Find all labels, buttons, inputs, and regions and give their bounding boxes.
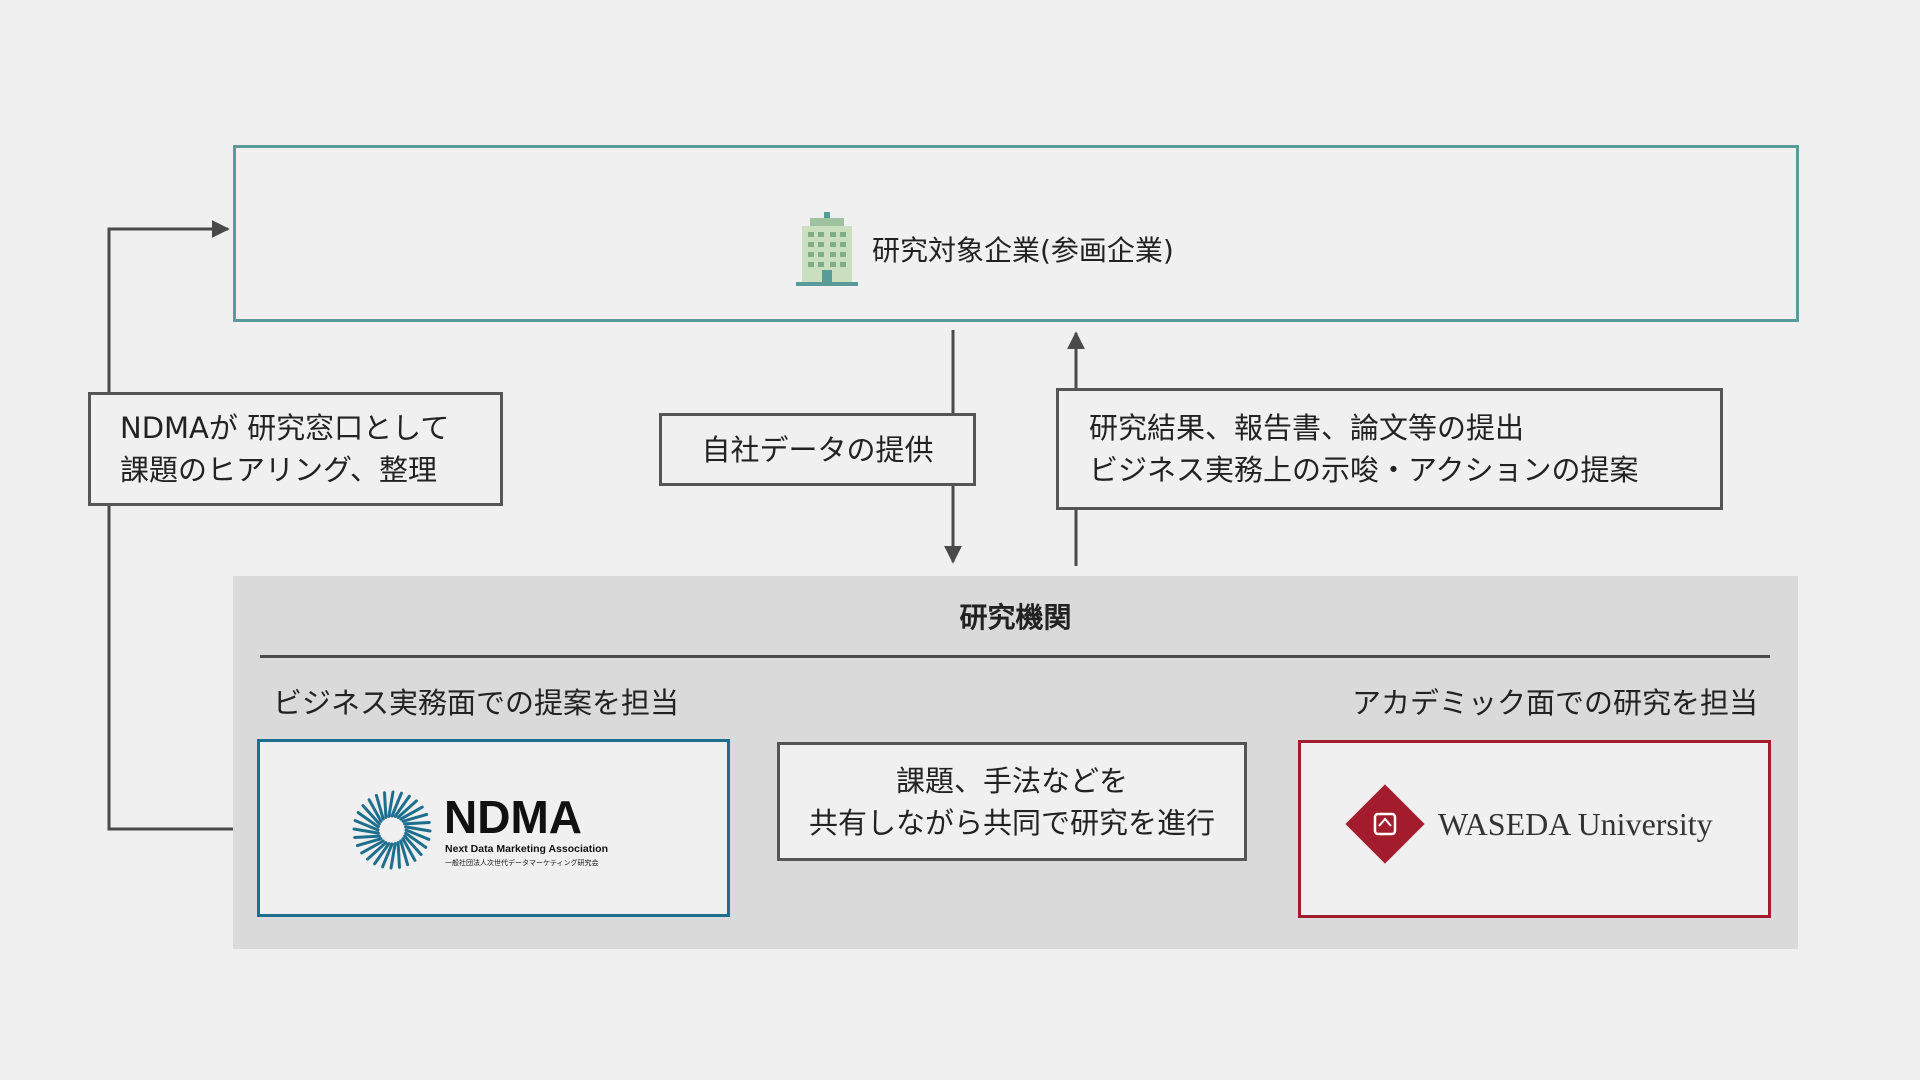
collab-line1: 課題、手法などを — [895, 763, 1128, 798]
ndma-burst-ray — [355, 837, 383, 848]
ndma-burst-ray — [404, 825, 432, 833]
ndma-burst-ray — [396, 799, 418, 819]
results-line2: ビジネス実務上の示唆・アクションの提案 — [1089, 453, 1639, 487]
company-title-row: 研究対象企業(参画企業) — [796, 210, 1174, 288]
ndma-burst-ray — [356, 811, 380, 829]
waseda-crest-icon — [1345, 784, 1425, 864]
ndma-window-line2: 課題のヒアリング、整理 — [120, 453, 437, 487]
ndma-window-line1: NDMAが 研究窓口として — [120, 411, 450, 445]
ndma-name: NDMA — [444, 791, 582, 843]
company-box: 研究対象企業(参画企業) — [233, 145, 1799, 322]
results-line1: 研究結果、報告書、論文等の提出 — [1089, 411, 1525, 445]
data-provision-text: 自社データの提供 — [701, 432, 934, 467]
waseda-name: WASEDA University — [1438, 806, 1713, 842]
collab-line2: 共有しながら共同で研究を進行 — [808, 805, 1215, 840]
ndma-burst-ray — [352, 827, 380, 835]
data-provision-label: 自社データの提供 — [659, 413, 976, 486]
collab-label: 課題、手法などを 共有しながら共同で研究を進行 — [777, 742, 1247, 861]
ndma-burst-ray — [353, 834, 381, 839]
ndma-burst-ray — [399, 805, 424, 821]
ndma-burst-ray — [404, 828, 431, 841]
ndma-burst-ray — [367, 798, 383, 823]
ndma-burst-ray — [393, 794, 411, 818]
ndma-burst-ray — [401, 837, 417, 862]
research-org-divider — [260, 655, 1770, 658]
ndma-burst-ray — [360, 839, 385, 855]
company-title: 研究対象企業(参画企業) — [872, 234, 1174, 267]
ndma-burst-ray — [361, 804, 381, 826]
ndma-burst-ray — [403, 834, 423, 856]
ndma-burst-ray — [373, 842, 391, 866]
ndma-burst-ray — [403, 821, 431, 826]
ndma-burst-ray — [374, 793, 385, 821]
research-org-title: 研究機関 — [959, 601, 1072, 634]
ndma-window-label: NDMAが 研究窓口として 課題のヒアリング、整理 — [88, 392, 503, 506]
ndma-burst-ray — [401, 812, 429, 823]
ndma-logo: NDMA Next Data Marketing Association 一般社… — [352, 790, 608, 870]
ndma-burst-icon — [352, 790, 432, 870]
building-icon — [796, 212, 858, 286]
left-role-label: ビジネス実務面での提案を担当 — [273, 686, 680, 720]
ndma-burst-ray — [389, 842, 397, 870]
ndma-burst-ray — [381, 842, 394, 869]
ndma-subtitle-jp: 一般社団法人次世代データマーケティング研究会 — [445, 858, 598, 867]
ndma-burst-ray — [366, 841, 388, 861]
ndma-burst-ray — [383, 791, 388, 819]
arrow-left-loop-bottom — [107, 506, 254, 838]
results-label: 研究結果、報告書、論文等の提出 ビジネス実務上の示唆・アクションの提案 — [1056, 388, 1723, 510]
ndma-burst-ray — [390, 791, 403, 818]
waseda-box: WASEDA University — [1298, 740, 1771, 918]
arrow-left-loop-top — [107, 220, 230, 392]
ndma-burst-ray — [353, 819, 380, 832]
ndma-subtitle: Next Data Marketing Association — [445, 843, 608, 855]
waseda-logo: WASEDA University — [1345, 784, 1713, 864]
ndma-burst-ray — [404, 831, 428, 849]
right-role-label: アカデミック面での研究を担当 — [1351, 686, 1758, 720]
ndma-box: NDMA Next Data Marketing Association 一般社… — [257, 739, 730, 917]
ndma-burst-ray — [399, 839, 410, 867]
ndma-burst-ray — [396, 841, 401, 869]
ndma-burst-ray — [387, 790, 395, 818]
